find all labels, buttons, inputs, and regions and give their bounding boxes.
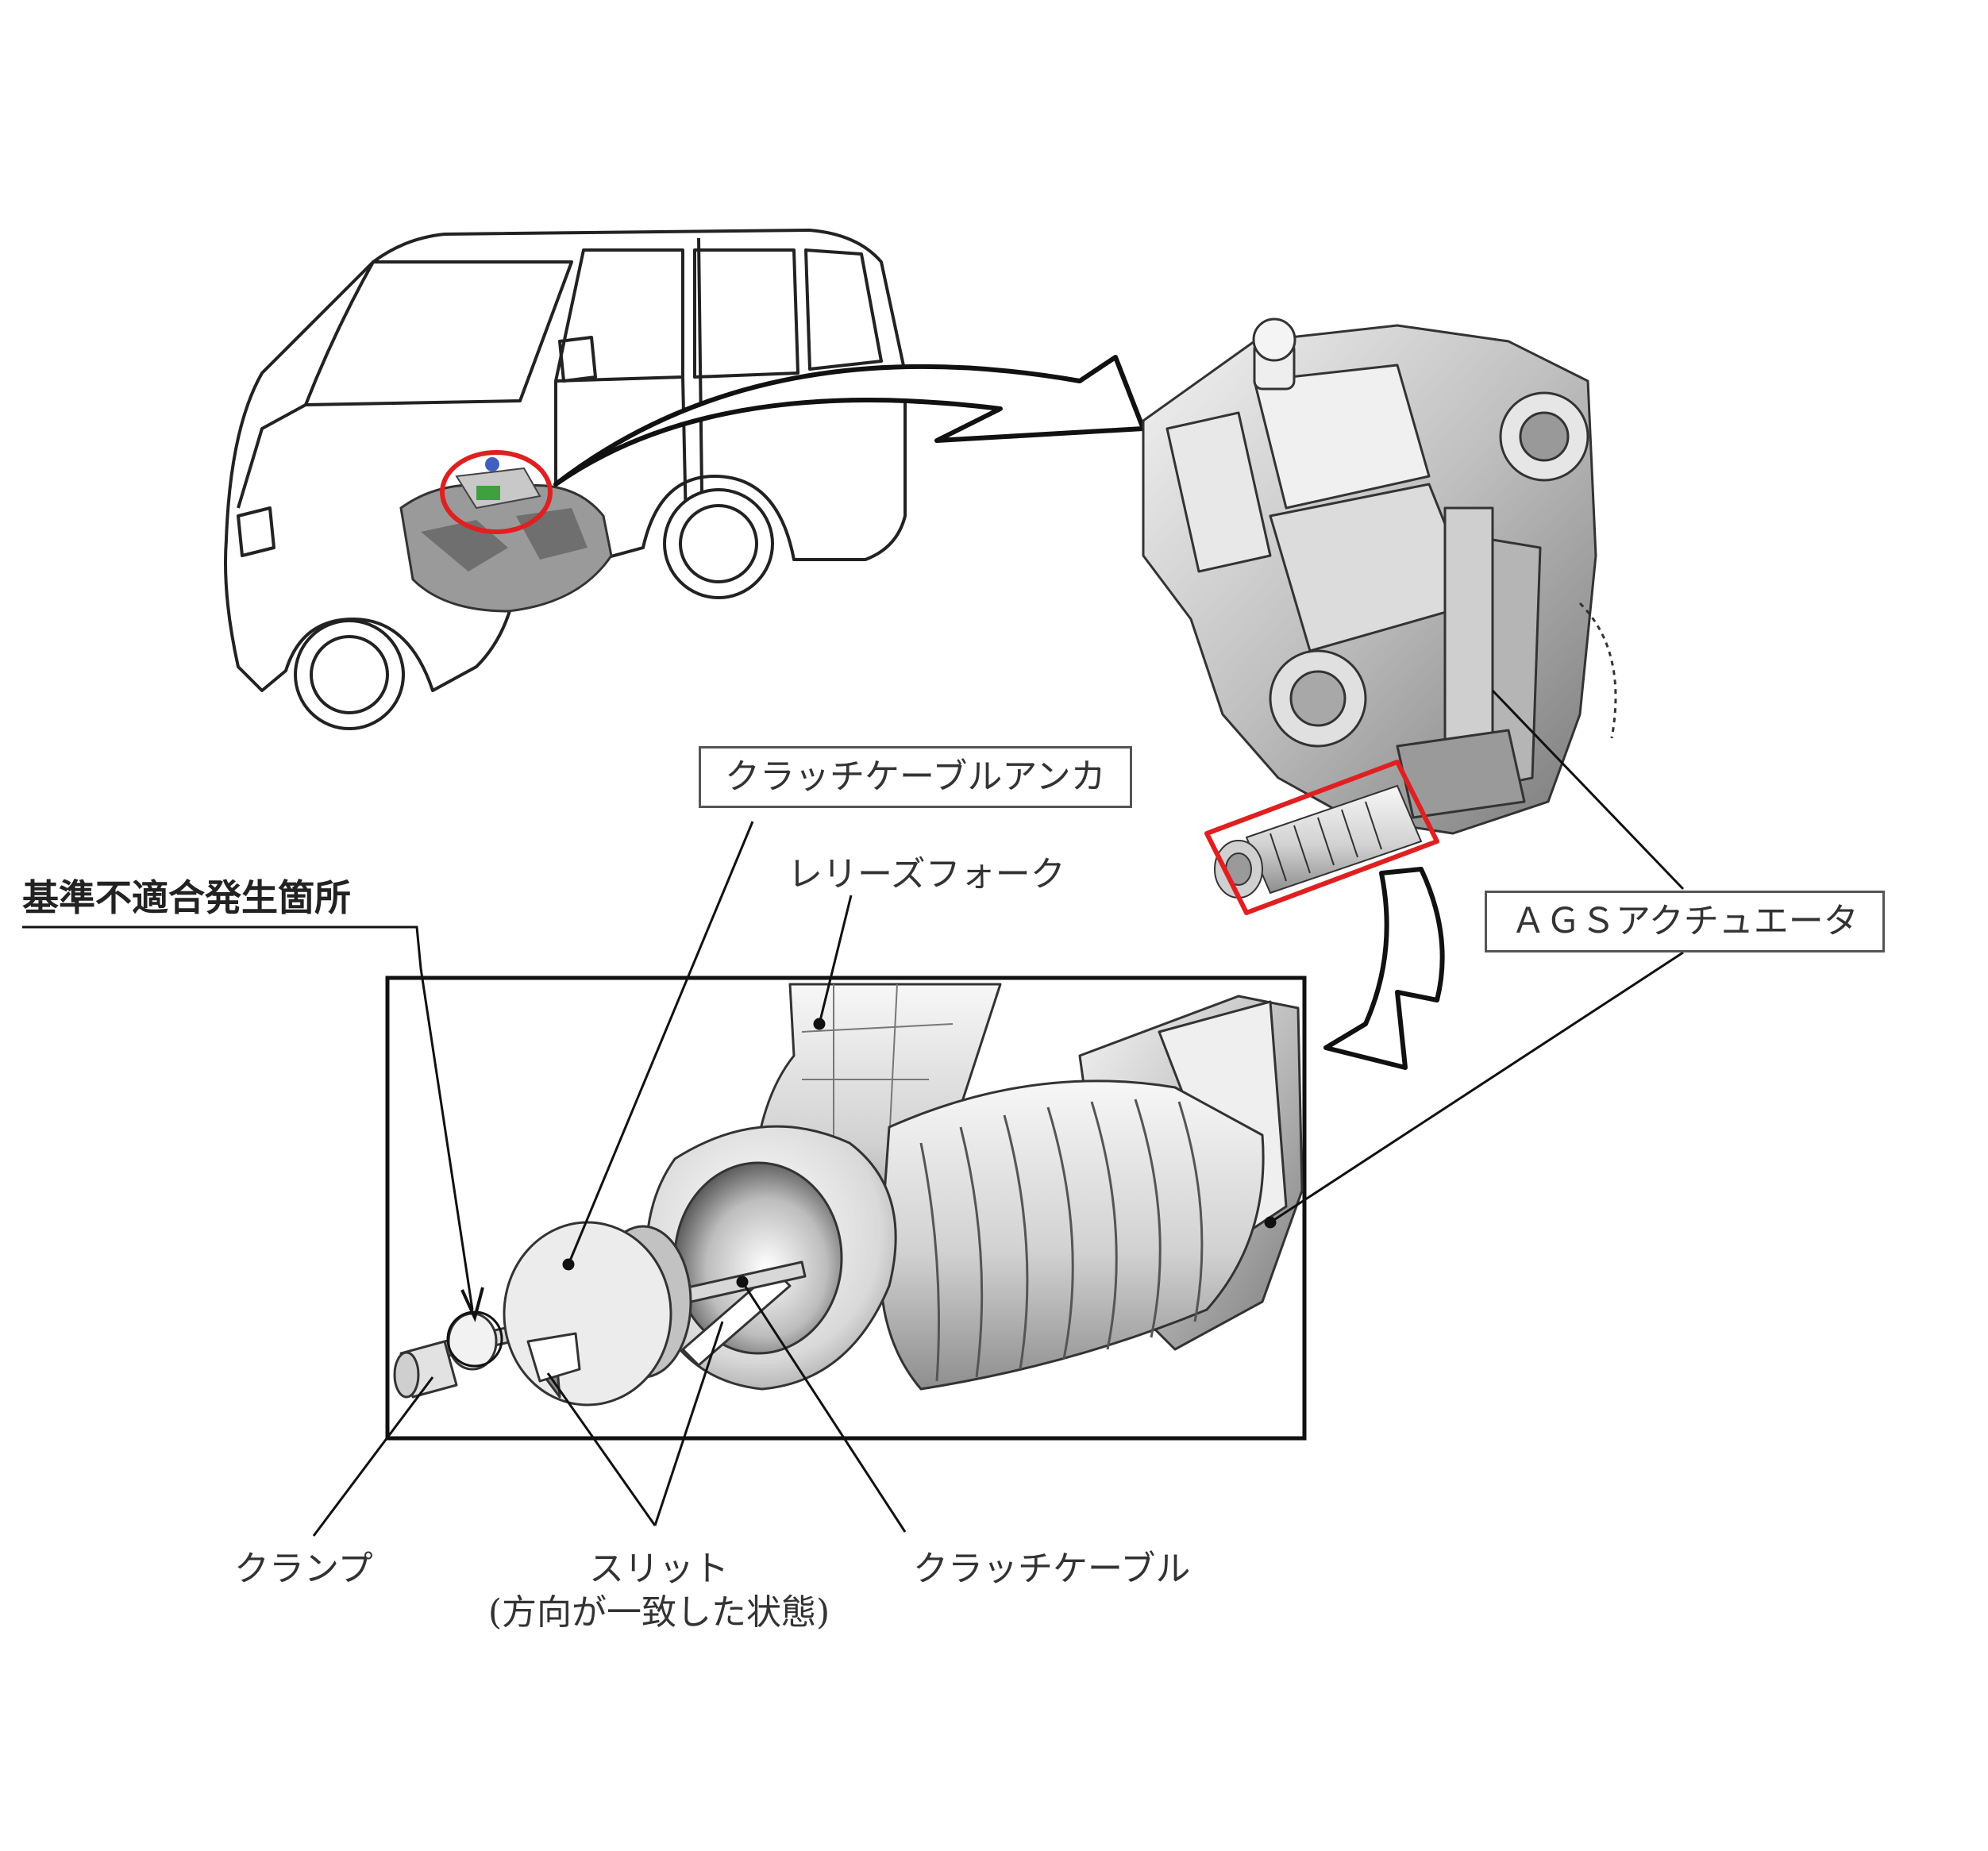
van-windshield <box>304 260 573 406</box>
van-hood-line <box>237 403 306 509</box>
label-slit: スリット <box>589 1549 729 1589</box>
label-release-fork: レリーズフォーク <box>788 854 1065 895</box>
cable-anchor-disc <box>503 1221 692 1407</box>
van-body <box>224 229 907 692</box>
transmission-illustration <box>1142 317 1617 835</box>
label-slit-note: (方向が一致した状態) <box>487 1592 830 1633</box>
van-engine <box>399 457 613 613</box>
van-mirror <box>558 336 597 383</box>
van-illustration <box>224 229 907 730</box>
arrow-to-detail <box>1323 867 1445 1070</box>
van-headlight <box>237 506 275 557</box>
van-window-mid <box>693 248 799 379</box>
label-clutch-cable: クラッチケーブル <box>913 1549 1191 1589</box>
label-ags-actuator: ＡＧＳアクチュエータ <box>1485 891 1885 952</box>
fork-eye-hole <box>673 1161 843 1355</box>
actuator-highlight-box <box>1204 760 1439 915</box>
van-window-rear <box>804 248 883 371</box>
label-clamp: クランプ <box>234 1549 373 1589</box>
label-nonconformity-location: 基準不適合発生箇所 <box>22 876 351 919</box>
van-window-front <box>554 248 684 383</box>
detail-illustration <box>393 983 1304 1407</box>
leader-lines <box>22 689 1685 1537</box>
arrow-to-transmission <box>553 355 1146 487</box>
van-highlight-circle <box>440 450 553 534</box>
label-clutch-cable-anchor: クラッチケーブルアンカ <box>699 746 1132 808</box>
actuator-boot-small <box>1214 784 1423 899</box>
